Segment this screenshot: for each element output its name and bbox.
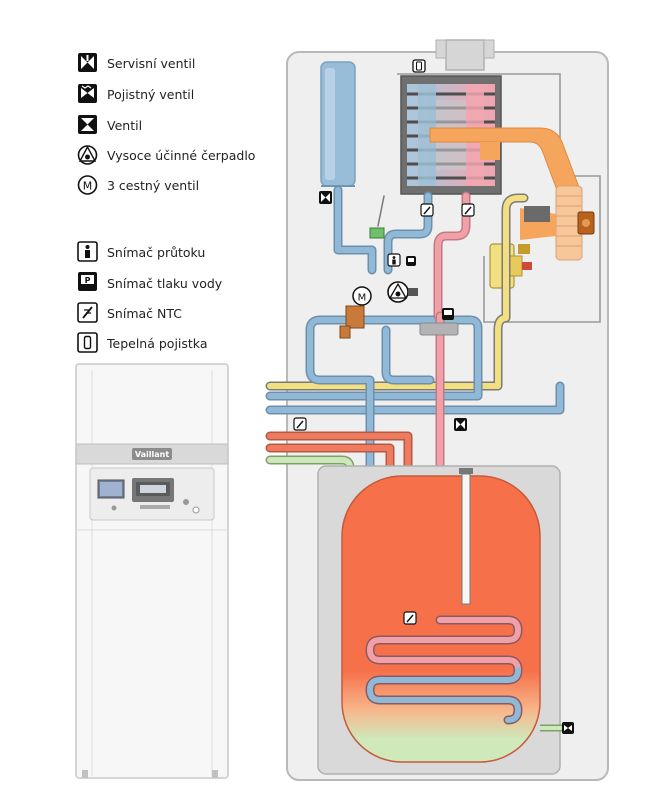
control-panel [97, 478, 200, 514]
bypass-manifold [419, 322, 459, 336]
ntc-sensor-icon [293, 417, 307, 431]
valve-icon [78, 115, 97, 134]
legend-item-service-valve: Servisní ventil [78, 53, 195, 72]
legend-label: Snímač průtoku [107, 245, 205, 260]
safety-valve-icon [78, 84, 97, 103]
svg-text:P: P [85, 276, 91, 285]
service-valve-icon [454, 418, 467, 431]
legend-item-thermal-fuse: Tepelná pojistka [77, 332, 207, 353]
svg-text:M: M [358, 293, 367, 304]
legend-label: 3 cestný ventil [107, 178, 199, 193]
thermal-fuse-icon [412, 59, 426, 73]
legend-item-valve: Ventil [78, 115, 142, 134]
thermal-fuse-icon [77, 332, 98, 353]
sensor-well [461, 473, 471, 605]
ntc-sensor-icon [77, 302, 98, 323]
knob [183, 499, 189, 505]
heating-flow-pipe [435, 193, 469, 319]
flue-outlet [445, 39, 485, 71]
brand-badge [132, 448, 172, 460]
legend-label: Tepelná pojistka [106, 336, 207, 351]
legend-label: Servisní ventil [107, 56, 195, 71]
flow-sensor-icon [77, 241, 98, 262]
legend: Servisní ventil Pojistný ventil Ventil [77, 53, 255, 353]
boiler-exterior-illustration: Vaillant [75, 363, 229, 779]
expansion-vessel [320, 61, 356, 187]
pressure-sensor-icon: P [78, 272, 97, 291]
coil-return-pipe [307, 317, 519, 723]
pressure-sensor-icon [442, 308, 454, 320]
legend-item-pump: Vysoce účinné čerpadlo [77, 145, 255, 165]
heating-coil [365, 615, 523, 725]
legend-item-flow-sensor: Snímač průtoku [77, 241, 205, 262]
legend-label: Snímač NTC [107, 306, 182, 321]
exchanger-return-pipe [385, 193, 431, 273]
ntc-sensor-icon [461, 203, 475, 217]
service-valve-icon [319, 191, 332, 204]
gas-mixer [524, 206, 550, 222]
legend-label: Ventil [107, 118, 142, 133]
pressure-sensor-icon [406, 256, 416, 266]
heating-return-pipe [267, 317, 481, 399]
legend-item-three-way-valve: M 3 cestný ventil [77, 175, 199, 195]
condensate-trap [369, 227, 385, 239]
three-way-valve-icon: M [77, 175, 98, 195]
legend-label: Vysoce účinné čerpadlo [107, 148, 255, 163]
three-way-valve: M [339, 286, 372, 339]
legend-label: Pojistný ventil [107, 87, 194, 102]
hydraulic-schematic: M [265, 39, 609, 781]
hot-water-pipe [267, 433, 411, 479]
legend-label: Snímač tlaku vody [107, 276, 223, 291]
legend-item-ntc-sensor: Snímač NTC [77, 302, 182, 323]
pump [387, 281, 418, 303]
brand-logo: Vaillant [135, 450, 169, 459]
ntc-sensor-icon [420, 203, 434, 217]
flow-sensor-icon [387, 253, 401, 267]
ntc-sensor-icon [403, 611, 417, 625]
pump-icon [77, 145, 98, 165]
hot-water-tank [317, 465, 574, 775]
legend-item-pressure-sensor: P Snímač tlaku vody [78, 272, 223, 291]
expansion-pipe [335, 187, 375, 273]
service-valve-icon [78, 53, 97, 72]
legend-item-safety-valve: Pojistný ventil [78, 84, 194, 103]
svg-text:M: M [83, 180, 93, 193]
gas-pipe [267, 195, 527, 389]
safety-valve-icon [562, 722, 574, 734]
internal-compartment [397, 73, 601, 323]
